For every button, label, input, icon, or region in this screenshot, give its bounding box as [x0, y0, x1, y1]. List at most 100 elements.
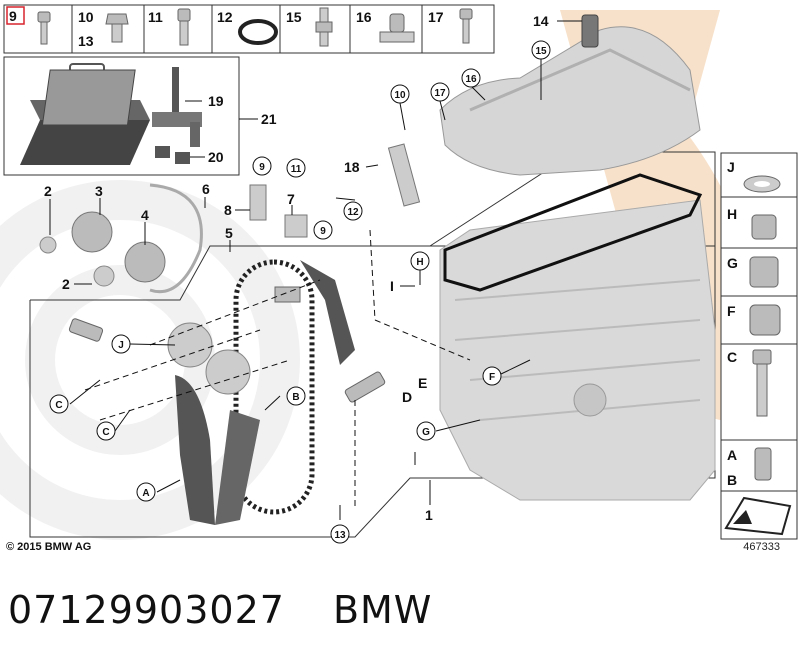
top-parts-strip: 9 10 13 11 12 15 16 17 — [3, 4, 495, 54]
callout-7: 7 — [287, 191, 295, 207]
timing-parts — [39, 143, 421, 525]
screw-plug-icon — [749, 304, 781, 336]
callout-20: 20 — [208, 149, 224, 165]
right-label-A: A — [727, 447, 737, 463]
sensor-icon — [315, 7, 333, 47]
callout-J: J — [111, 334, 131, 354]
svg-text:F: F — [489, 372, 495, 383]
callout-14: 14 — [533, 13, 549, 29]
callout-18: 18 — [344, 159, 360, 175]
arrow-icon — [724, 496, 792, 536]
strip-label-15: 15 — [286, 9, 302, 25]
screw-icon — [177, 8, 191, 46]
strip-label-17: 17 — [428, 9, 444, 25]
callout-5: 5 — [225, 225, 233, 241]
callout-A: A — [136, 482, 156, 502]
callout-13: 13 — [330, 524, 350, 544]
callout-10: 10 — [390, 84, 410, 104]
svg-text:16: 16 — [465, 74, 477, 85]
svg-text:9: 9 — [320, 226, 326, 237]
callout-9-upper: 9 — [252, 156, 272, 176]
right-label-C: C — [727, 349, 737, 365]
callout-2-top: 2 — [44, 183, 52, 199]
svg-text:G: G — [422, 427, 430, 438]
image-number: 467333 — [743, 541, 780, 553]
tool-blocks-icon — [155, 146, 190, 164]
strip-label-12: 12 — [217, 9, 233, 25]
callout-F: F — [482, 366, 502, 386]
strip-label-13: 13 — [78, 33, 94, 49]
callout-17: 17 — [430, 82, 450, 102]
callout-6: 6 — [202, 181, 210, 197]
right-label-B: B — [727, 472, 737, 488]
svg-text:13: 13 — [334, 530, 346, 541]
right-label-H: H — [727, 206, 737, 222]
svg-text:B: B — [292, 392, 299, 403]
callout-3: 3 — [95, 183, 103, 199]
callout-E: E — [418, 375, 427, 391]
callout-2-bottom: 2 — [62, 276, 70, 292]
cylinder-head-cover — [439, 26, 701, 176]
sensor-14-icon — [581, 14, 599, 48]
callout-9-lower: 9 — [313, 220, 333, 240]
svg-text:H: H — [416, 257, 423, 268]
callout-1: 1 — [425, 507, 433, 523]
plug-icon — [749, 256, 779, 288]
engine-block — [439, 199, 716, 501]
strip-label-10: 10 — [78, 9, 94, 25]
callout-G: G — [416, 421, 436, 441]
tool-fixture-icon — [152, 67, 202, 147]
callout-D: D — [402, 389, 412, 405]
tool-case-icon — [20, 63, 150, 165]
svg-text:J: J — [118, 340, 124, 351]
upper-guide-icon — [300, 260, 355, 365]
callout-I: I — [390, 278, 394, 294]
svg-text:11: 11 — [291, 164, 302, 175]
svg-text:9: 9 — [259, 162, 265, 173]
svg-text:17: 17 — [434, 88, 446, 99]
callout-15: 15 — [531, 40, 551, 60]
callout-8: 8 — [224, 202, 232, 218]
right-label-G: G — [727, 255, 738, 271]
stud-icon — [459, 8, 473, 44]
svg-text:12: 12 — [347, 207, 359, 218]
callout-21: 21 — [261, 111, 277, 127]
callout-B: B — [286, 386, 306, 406]
o-ring-icon — [238, 19, 278, 45]
pin-icon — [754, 447, 772, 481]
callout-19: 19 — [208, 93, 224, 109]
right-parts-column: J H G F C A B — [720, 152, 798, 540]
sleeve-icon — [751, 214, 777, 240]
callout-C-lower: C — [96, 421, 116, 441]
callout-16: 16 — [461, 68, 481, 88]
callout-H: H — [410, 251, 430, 271]
callout-11: 11 — [286, 158, 306, 178]
right-label-J: J — [727, 159, 735, 175]
svg-text:10: 10 — [394, 90, 406, 101]
strip-label-16: 16 — [356, 9, 372, 25]
bolt-icon — [37, 11, 51, 45]
callout-12: 12 — [343, 201, 363, 221]
long-bolt-icon — [752, 349, 772, 417]
brand-name: BMW — [332, 588, 433, 632]
callout-4: 4 — [141, 207, 149, 223]
special-tool-box: 19 21 20 — [3, 56, 277, 176]
part-caption: 07129903027 BMW — [8, 588, 432, 632]
right-label-F: F — [727, 303, 736, 319]
guide-rail-icon — [215, 410, 260, 525]
hex-bolt-icon — [105, 13, 129, 43]
strip-label-9: 9 — [9, 8, 17, 24]
cap-nut-icon — [379, 13, 415, 43]
svg-text:A: A — [142, 488, 149, 499]
highlight-box — [6, 6, 25, 25]
svg-text:15: 15 — [535, 46, 547, 57]
strip-label-11: 11 — [148, 9, 163, 25]
parts-diagram: 9 10 13 11 12 15 16 17 — [0, 4, 798, 544]
tensioner-rail-icon — [175, 375, 215, 525]
svg-text:C: C — [55, 400, 62, 411]
valve-cover-gasket — [443, 173, 703, 292]
copyright-text: © 2015 BMW AG — [6, 541, 92, 553]
callout-C-upper: C — [49, 394, 69, 414]
svg-text:C: C — [102, 427, 109, 438]
part-number: 07129903027 — [8, 588, 285, 632]
